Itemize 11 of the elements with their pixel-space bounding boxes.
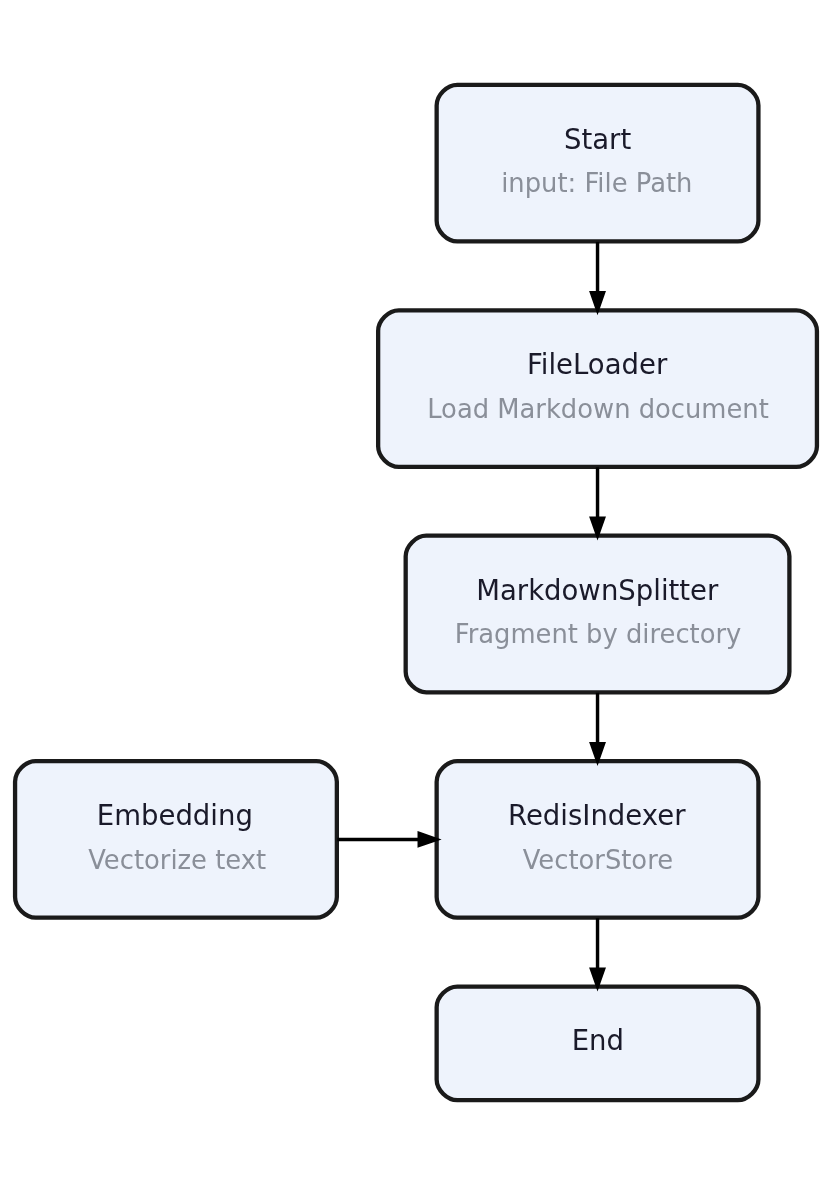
arrow [337, 830, 442, 848]
arrow [589, 466, 606, 541]
arrow [589, 692, 606, 766]
node-box: RedisIndexer VectorStore [434, 758, 761, 920]
arrow [589, 241, 606, 315]
node-box: Embedding Vectorize text [12, 758, 339, 920]
node-box: Start input: File Path [434, 82, 761, 244]
node-box: End [434, 983, 761, 1102]
node-box: FileLoader Load Markdown document [376, 307, 820, 469]
arrow [589, 917, 606, 992]
node-box: MarkdownSplitter Fragment by directory [403, 533, 792, 694]
